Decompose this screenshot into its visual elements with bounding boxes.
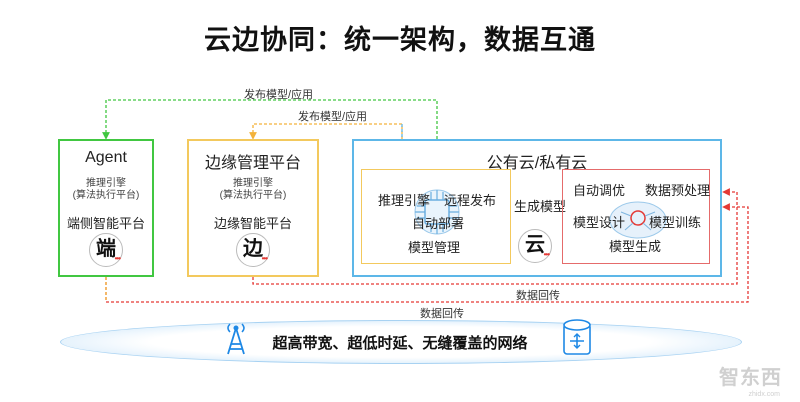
model-management-label: 模型管理 [408,240,461,255]
generate-model-label: 生成模型 [514,199,567,214]
auto-tuning-label: 自动调优 [573,183,626,198]
edge-badge: 边 ••• [236,233,270,267]
deploy-panel: 推理引擎 远程发布 自动部署 模型管理 [361,169,511,264]
publish-label-outer: 发布模型/应用 [244,89,314,101]
dots-icon: ••• [261,254,268,263]
model-generation-label: 模型生成 [609,239,662,254]
network-ring [60,320,742,364]
auto-deploy-label: 自动部署 [412,216,465,231]
data-return-label-lower: 数据回传 [420,308,464,320]
dots-icon: ••• [543,250,550,259]
agent-sub2: (算法执行平台) [72,190,140,201]
model-training-label: 模型训练 [649,215,702,230]
inference-engine-label: 推理引擎 [378,193,431,208]
dots-icon: ••• [114,254,121,263]
watermark-url: zhidx.com [748,391,780,398]
agent-title: Agent [85,149,127,166]
remote-publish-label: 远程发布 [444,193,497,208]
cloud-box: 公有云/私有云 推理引擎 远程发布 自动部署 模型管理 生成模型 云 ••• 自… [352,139,722,277]
publish-label-inner: 发布模型/应用 [298,111,368,123]
data-preprocess-label: 数据预处理 [645,183,711,198]
edge-box: 边缘管理平台 推理引擎 (算法执行平台) 边缘智能平台 边 ••• [187,139,319,277]
data-return-line-upper [252,188,738,285]
publish-line-outer [102,99,438,140]
edge-sub1: 推理引擎 [233,178,273,189]
edge-badge-char: 边 [243,238,263,260]
edge-mid-label: 边缘智能平台 [213,216,292,231]
page-title: 云边协同：统一架构，数据互通 [204,25,596,55]
edge-sub2: (算法执行平台) [219,190,287,201]
agent-mid-label: 端侧智能平台 [66,216,145,231]
data-return-label-upper: 数据回传 [516,290,560,302]
chip-brain-icon [414,189,460,235]
watermark-logo: 智东西 [719,367,782,389]
training-panel: 自动调优 数据预处理 模型设计 模型训练 模型生成 [562,169,710,264]
publish-line-inner [249,123,403,140]
router-icon [563,319,591,355]
cloud-badge: 云 ••• [518,229,552,263]
agent-badge-char: 端 [96,238,116,260]
agent-sub1: 推理引擎 [86,178,126,189]
network-label: 超高带宽、超低时延、无缝覆盖的网络 [272,335,528,352]
agent-box: Agent 推理引擎 (算法执行平台) 端侧智能平台 端 ••• [58,139,154,277]
cloud-title: 公有云/私有云 [486,155,588,172]
cloud-badge-char: 云 [525,234,545,256]
agent-badge: 端 ••• [89,233,123,267]
neural-cloud-icon [609,201,667,239]
edge-title: 边缘管理平台 [204,155,301,172]
model-design-label: 模型设计 [573,215,626,230]
antenna-tower-icon [227,323,245,355]
